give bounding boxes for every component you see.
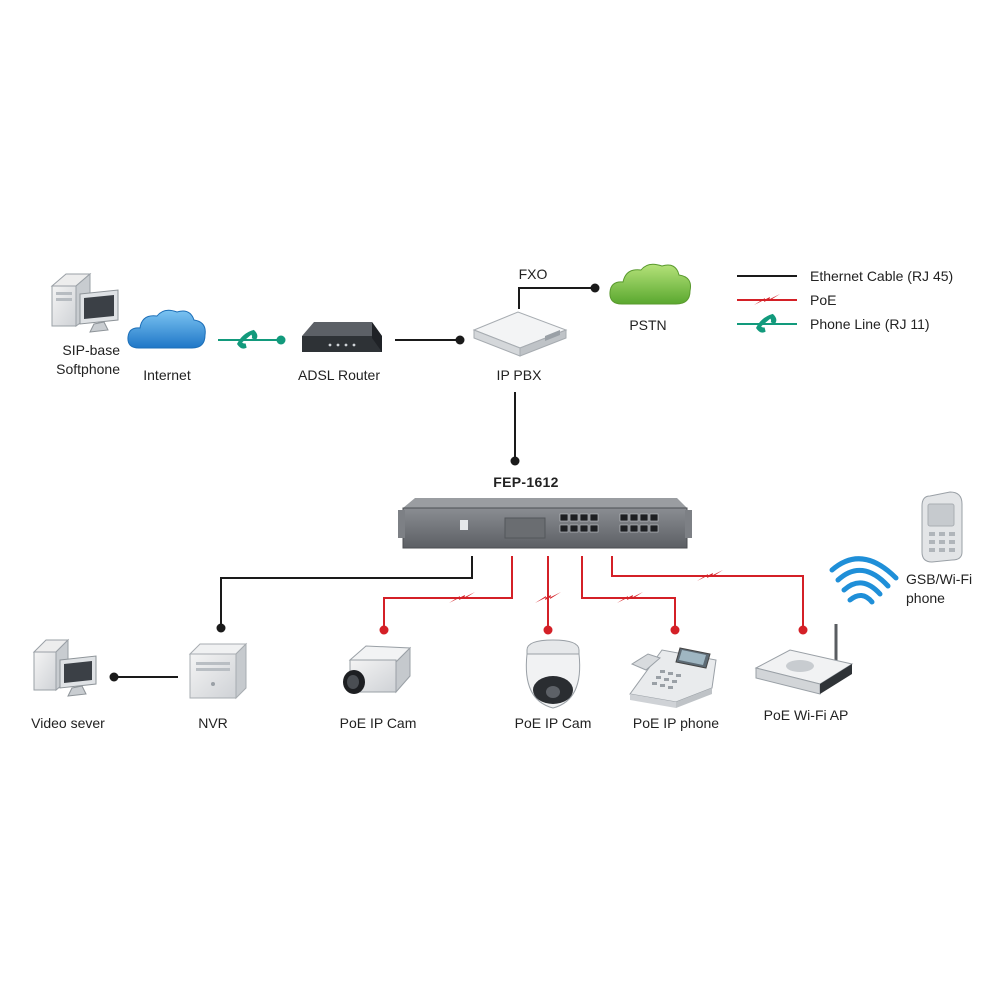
wifi-ap-label: PoE Wi-Fi AP (763, 707, 849, 723)
poe-link-phone (581, 556, 676, 630)
adsl-router-label: ADSL Router (298, 367, 380, 383)
box-camera-label: PoE IP Cam (339, 715, 417, 731)
internet-cloud-icon (127, 309, 206, 349)
poe-links (383, 556, 804, 630)
internet-label: Internet (143, 367, 191, 383)
wifi-ap-icon (754, 624, 854, 695)
switch-icon (398, 498, 692, 549)
poe-bolt-icon (535, 592, 561, 603)
adsl-router-icon (302, 322, 382, 352)
poe-link-box-cam (383, 556, 513, 630)
dome-camera-icon (525, 639, 581, 709)
switch-label: FEP-1612 (493, 474, 559, 490)
ip-pbx-label: IP PBX (496, 367, 542, 383)
ip-pbx-icon (472, 311, 568, 357)
poe-link-dots (379, 625, 808, 635)
legend-poe-bolt-icon (754, 294, 780, 305)
legend-ethernet-label: Ethernet Cable (RJ 45) (810, 268, 954, 284)
nvr-icon (188, 642, 248, 700)
mobile-phone-label: GSB/Wi-Fi phone (906, 571, 973, 606)
mobile-phone-icon (921, 491, 963, 563)
legend-phone-handset-icon (756, 313, 777, 333)
softphone-pc-icon (50, 272, 119, 333)
poe-bolt-icon (697, 570, 723, 581)
link-pbx-pstn (518, 287, 595, 309)
pstn-cloud-icon (609, 263, 691, 305)
nvr-label: NVR (198, 715, 228, 731)
wifi-signal-icon (829, 556, 899, 605)
ip-phone-icon (629, 647, 717, 708)
poe-bolts (449, 570, 723, 603)
link-switch-nvr (220, 556, 473, 628)
legend-symbols (737, 275, 797, 333)
poe-bolt-icon (617, 592, 643, 603)
fxo-label: FXO (518, 266, 548, 282)
phone-handset-icon (237, 329, 258, 349)
dome-camera-label: PoE IP Cam (514, 715, 592, 731)
ip-phone-label: PoE IP phone (632, 715, 720, 731)
ethernet-links (114, 287, 595, 678)
softphone-label: SIP-base Softphone (56, 342, 120, 377)
video-server-label: Video sever (31, 715, 105, 731)
box-camera-icon (343, 645, 412, 694)
legend-phone-line-label: Phone Line (RJ 11) (810, 316, 930, 332)
phone-line-link (218, 329, 286, 349)
ethernet-link-dots (109, 283, 600, 682)
poe-link-ap (611, 556, 804, 630)
legend-poe-label: PoE (810, 292, 837, 308)
pstn-label: PSTN (629, 317, 667, 333)
video-server-pc-icon (32, 638, 97, 697)
poe-bolt-icon (449, 592, 475, 603)
